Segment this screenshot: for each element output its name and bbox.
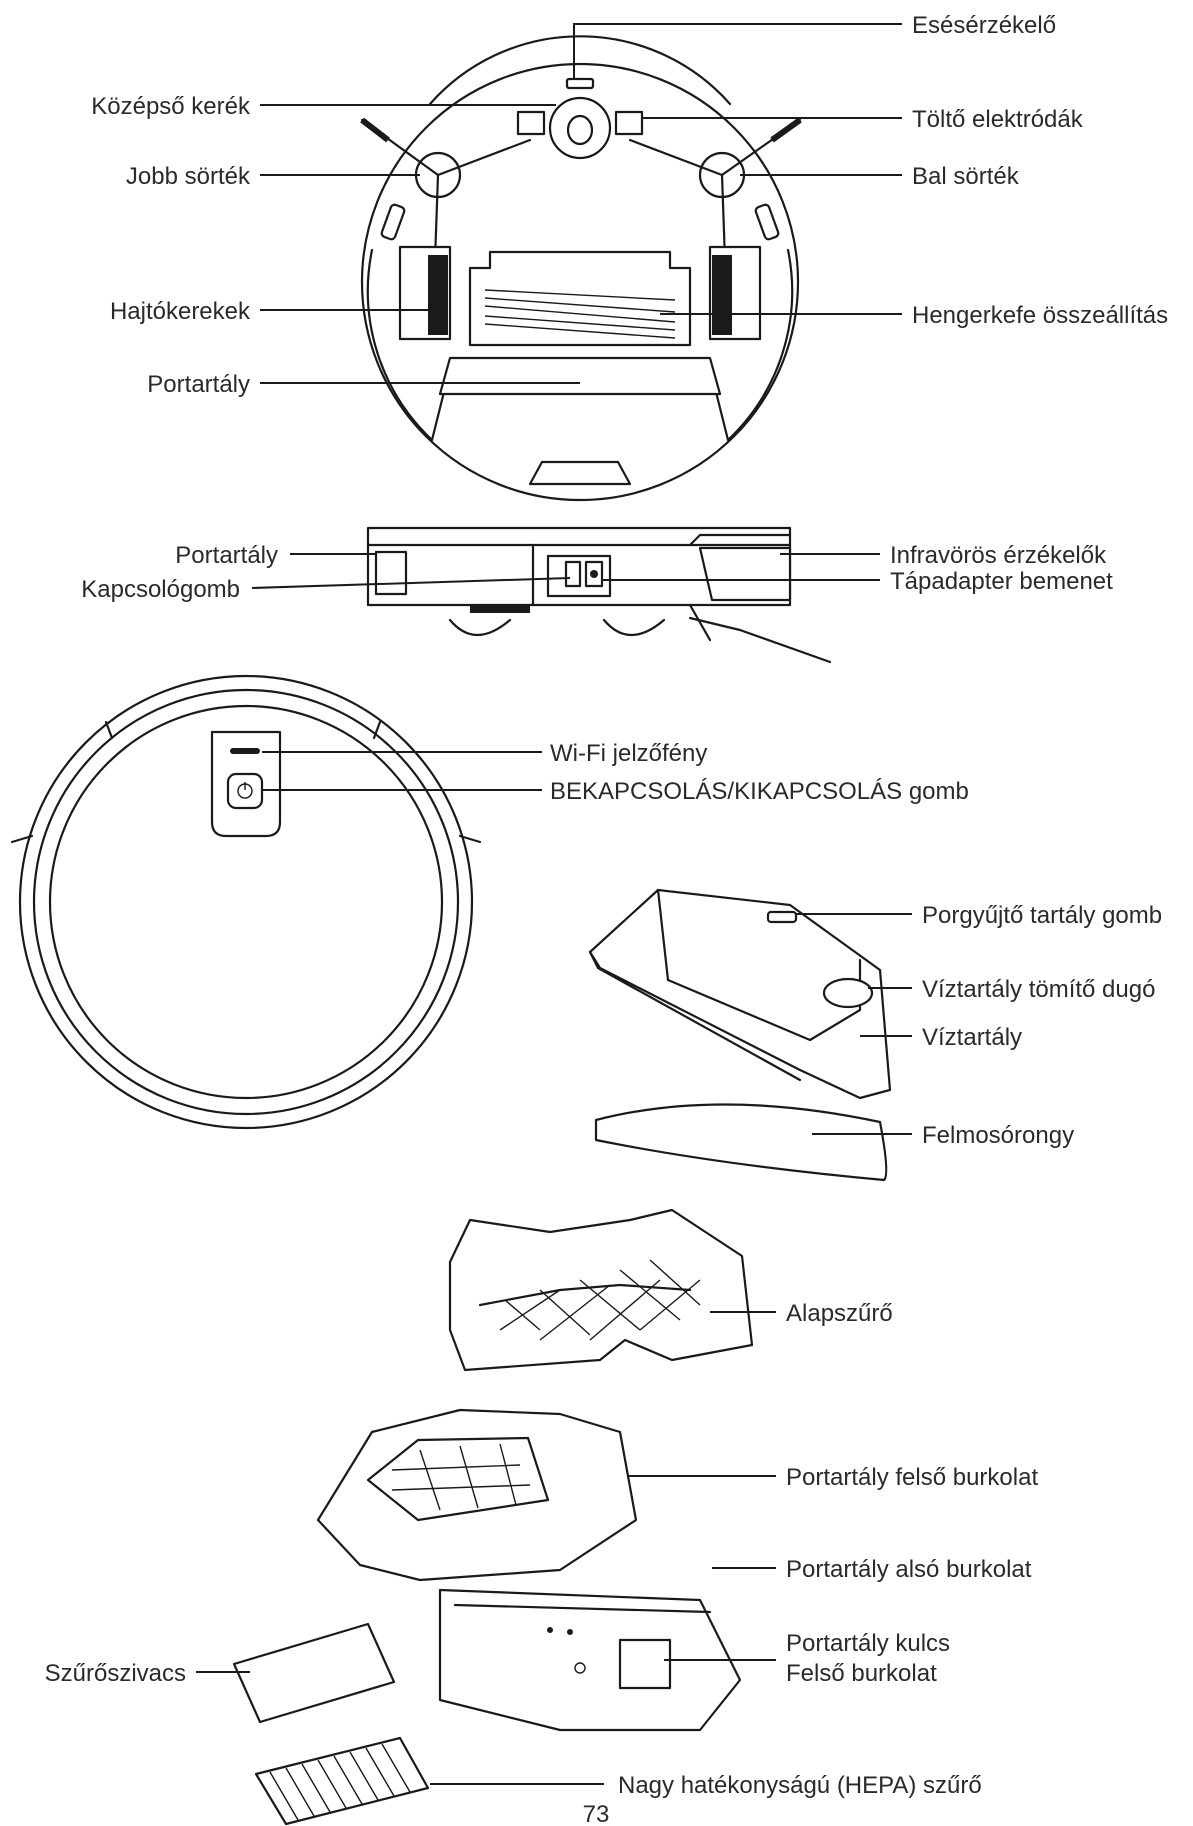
sponge-diagram (232, 1622, 396, 1724)
label-right-brush: Jobb sörték (126, 163, 251, 190)
label-drive-wheels: Hajtókerekek (110, 298, 251, 325)
label-power-button: BEKAPCSOLÁS/KIKAPCSOLÁS gomb (550, 778, 969, 805)
label-dustbin-side: Portartály (175, 542, 278, 569)
label-seal-plug: Víztartály tömítő dugó (922, 976, 1155, 1003)
label-dustbin-bottom: Portartály (147, 371, 250, 398)
label-upper-cover: Portartály felső burkolat (786, 1464, 1038, 1491)
leader-lines (196, 23, 912, 1785)
label-tank-button: Porgyűjtő tartály gomb (922, 902, 1162, 929)
label-sponge: Szűrőszivacs (45, 1660, 186, 1687)
label-top-cover: Felső burkolat (786, 1660, 937, 1687)
label-cliff-sensor: Esésérzékelő (912, 12, 1056, 39)
base-filter-diagram (448, 1208, 754, 1372)
label-ir-sensors: Infravörös érzékelők (890, 542, 1107, 569)
label-lower-cover: Portartály alsó burkolat (786, 1556, 1032, 1583)
label-water-tank: Víztartály (922, 1024, 1022, 1051)
label-left-brush: Bal sörték (912, 163, 1020, 190)
label-dustbin-key: Portartály kulcs (786, 1630, 950, 1657)
water-tank-diagram (588, 888, 892, 1182)
label-caster-wheel: Középső kerék (91, 93, 251, 120)
robot-side-view (366, 526, 832, 664)
label-wifi-light: Wi-Fi jelzőfény (550, 740, 707, 767)
label-power-input: Tápadapter bemenet (890, 568, 1113, 595)
label-base-filter: Alapszűrő (786, 1300, 893, 1327)
label-switch: Kapcsológomb (81, 576, 240, 603)
label-mop: Felmosórongy (922, 1122, 1074, 1149)
label-roller-brush: Hengerkefe összeállítás (912, 302, 1168, 329)
robot-top-view (10, 674, 482, 1130)
dustbin-assembly-diagram (316, 1408, 742, 1732)
page-number: 73 (583, 1801, 610, 1826)
hepa-filter-diagram (254, 1736, 430, 1826)
label-charging-contacts: Töltő elektródák (912, 106, 1084, 133)
label-hepa: Nagy hatékonyságú (HEPA) szűrő (618, 1772, 982, 1799)
